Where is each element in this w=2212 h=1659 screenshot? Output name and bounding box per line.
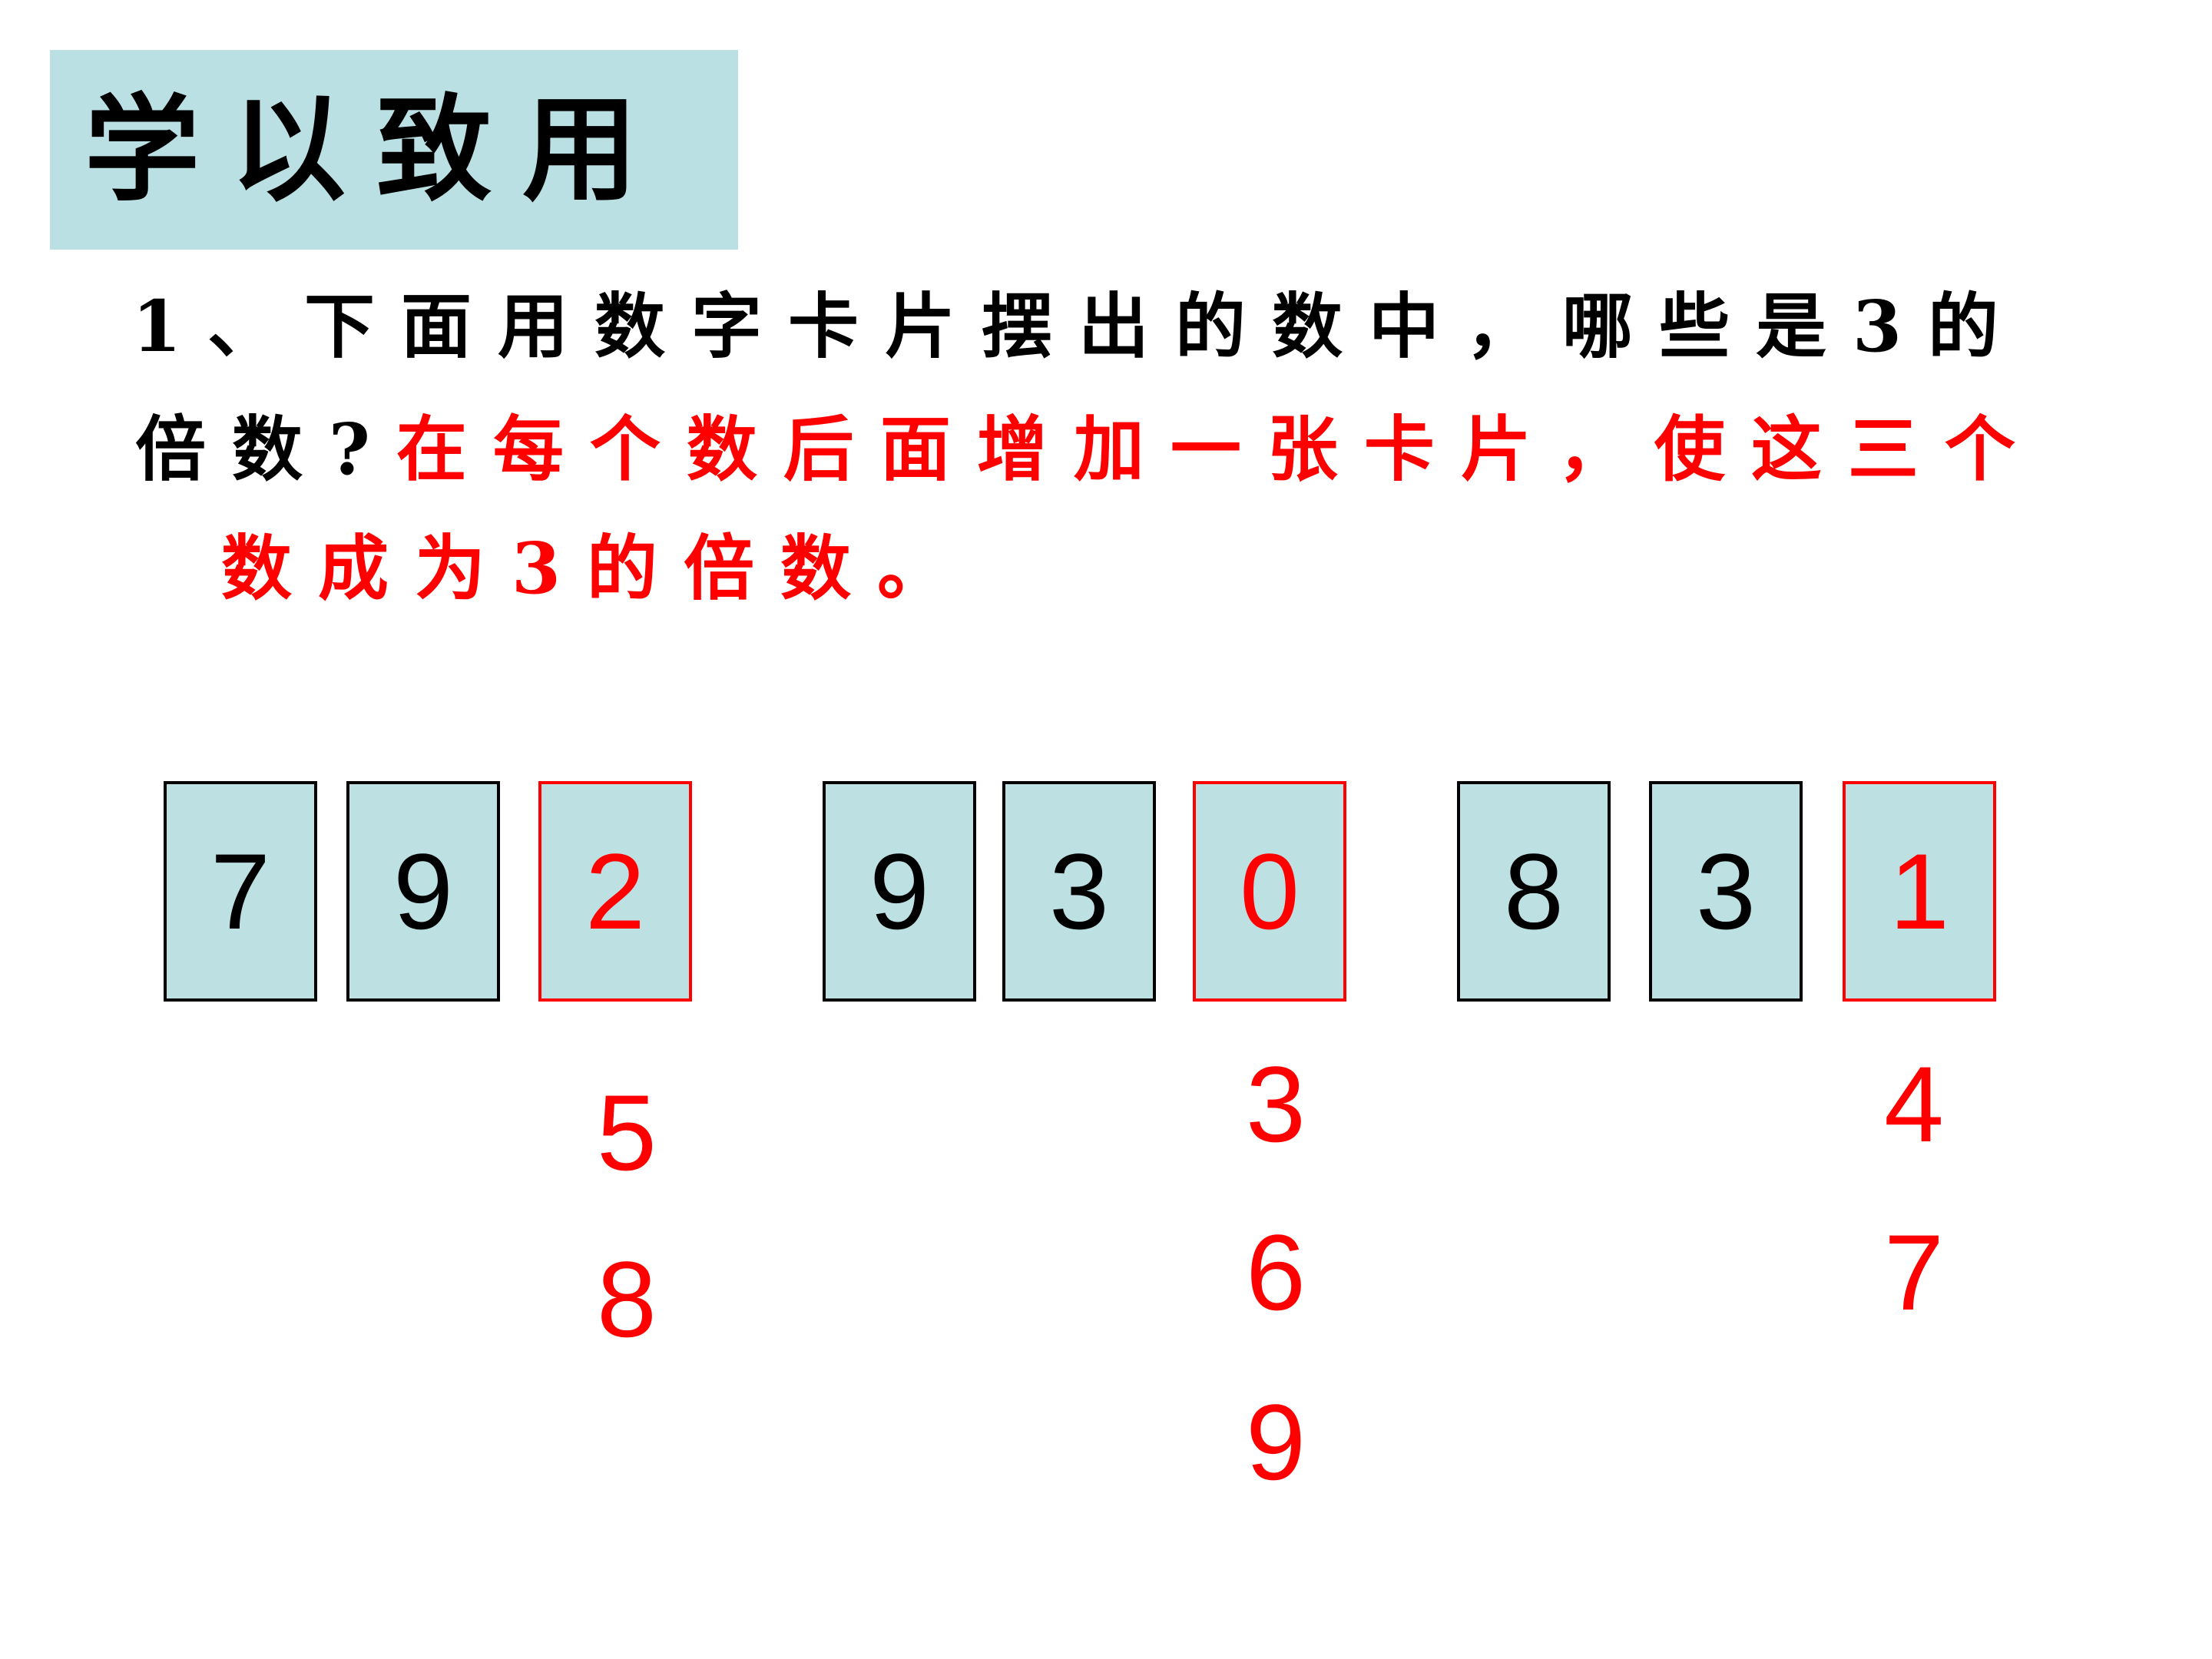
digit-card: 9 [346,781,500,1002]
option-digit: 9 [1246,1382,1306,1502]
digit-card: 3 [1002,781,1156,1002]
digit-card: 8 [1457,781,1611,1002]
question-line-1: 1、下面用数字卡片摆出的数中，哪些是3的 [132,285,2025,368]
option-digit: 5 [597,1072,657,1193]
title-banner: 学以致用 [50,50,738,250]
added-digit-card: 1 [1843,781,1996,1002]
digit-card: 9 [823,781,976,1002]
digit-card: 7 [164,781,317,1002]
digit-card: 3 [1649,781,1803,1002]
question-line-2: 倍数?在每个数后面增加一张卡片，使这三个 [135,403,2041,495]
added-digit-card: 0 [1193,781,1346,1002]
added-digit-card: 2 [538,781,692,1002]
question-line-3: 数成为3的倍数。 [221,527,975,610]
option-digit: 3 [1246,1044,1306,1164]
option-digit: 4 [1884,1044,1944,1164]
question-line-2-black: 倍数? [135,408,396,491]
option-digit: 7 [1884,1212,1944,1333]
question-line-2-red: 在每个数后面增加一张卡片，使这三个 [396,408,2041,491]
option-digit: 6 [1246,1212,1306,1333]
option-digit: 8 [597,1239,657,1359]
slide-title: 学以致用 [84,82,669,217]
